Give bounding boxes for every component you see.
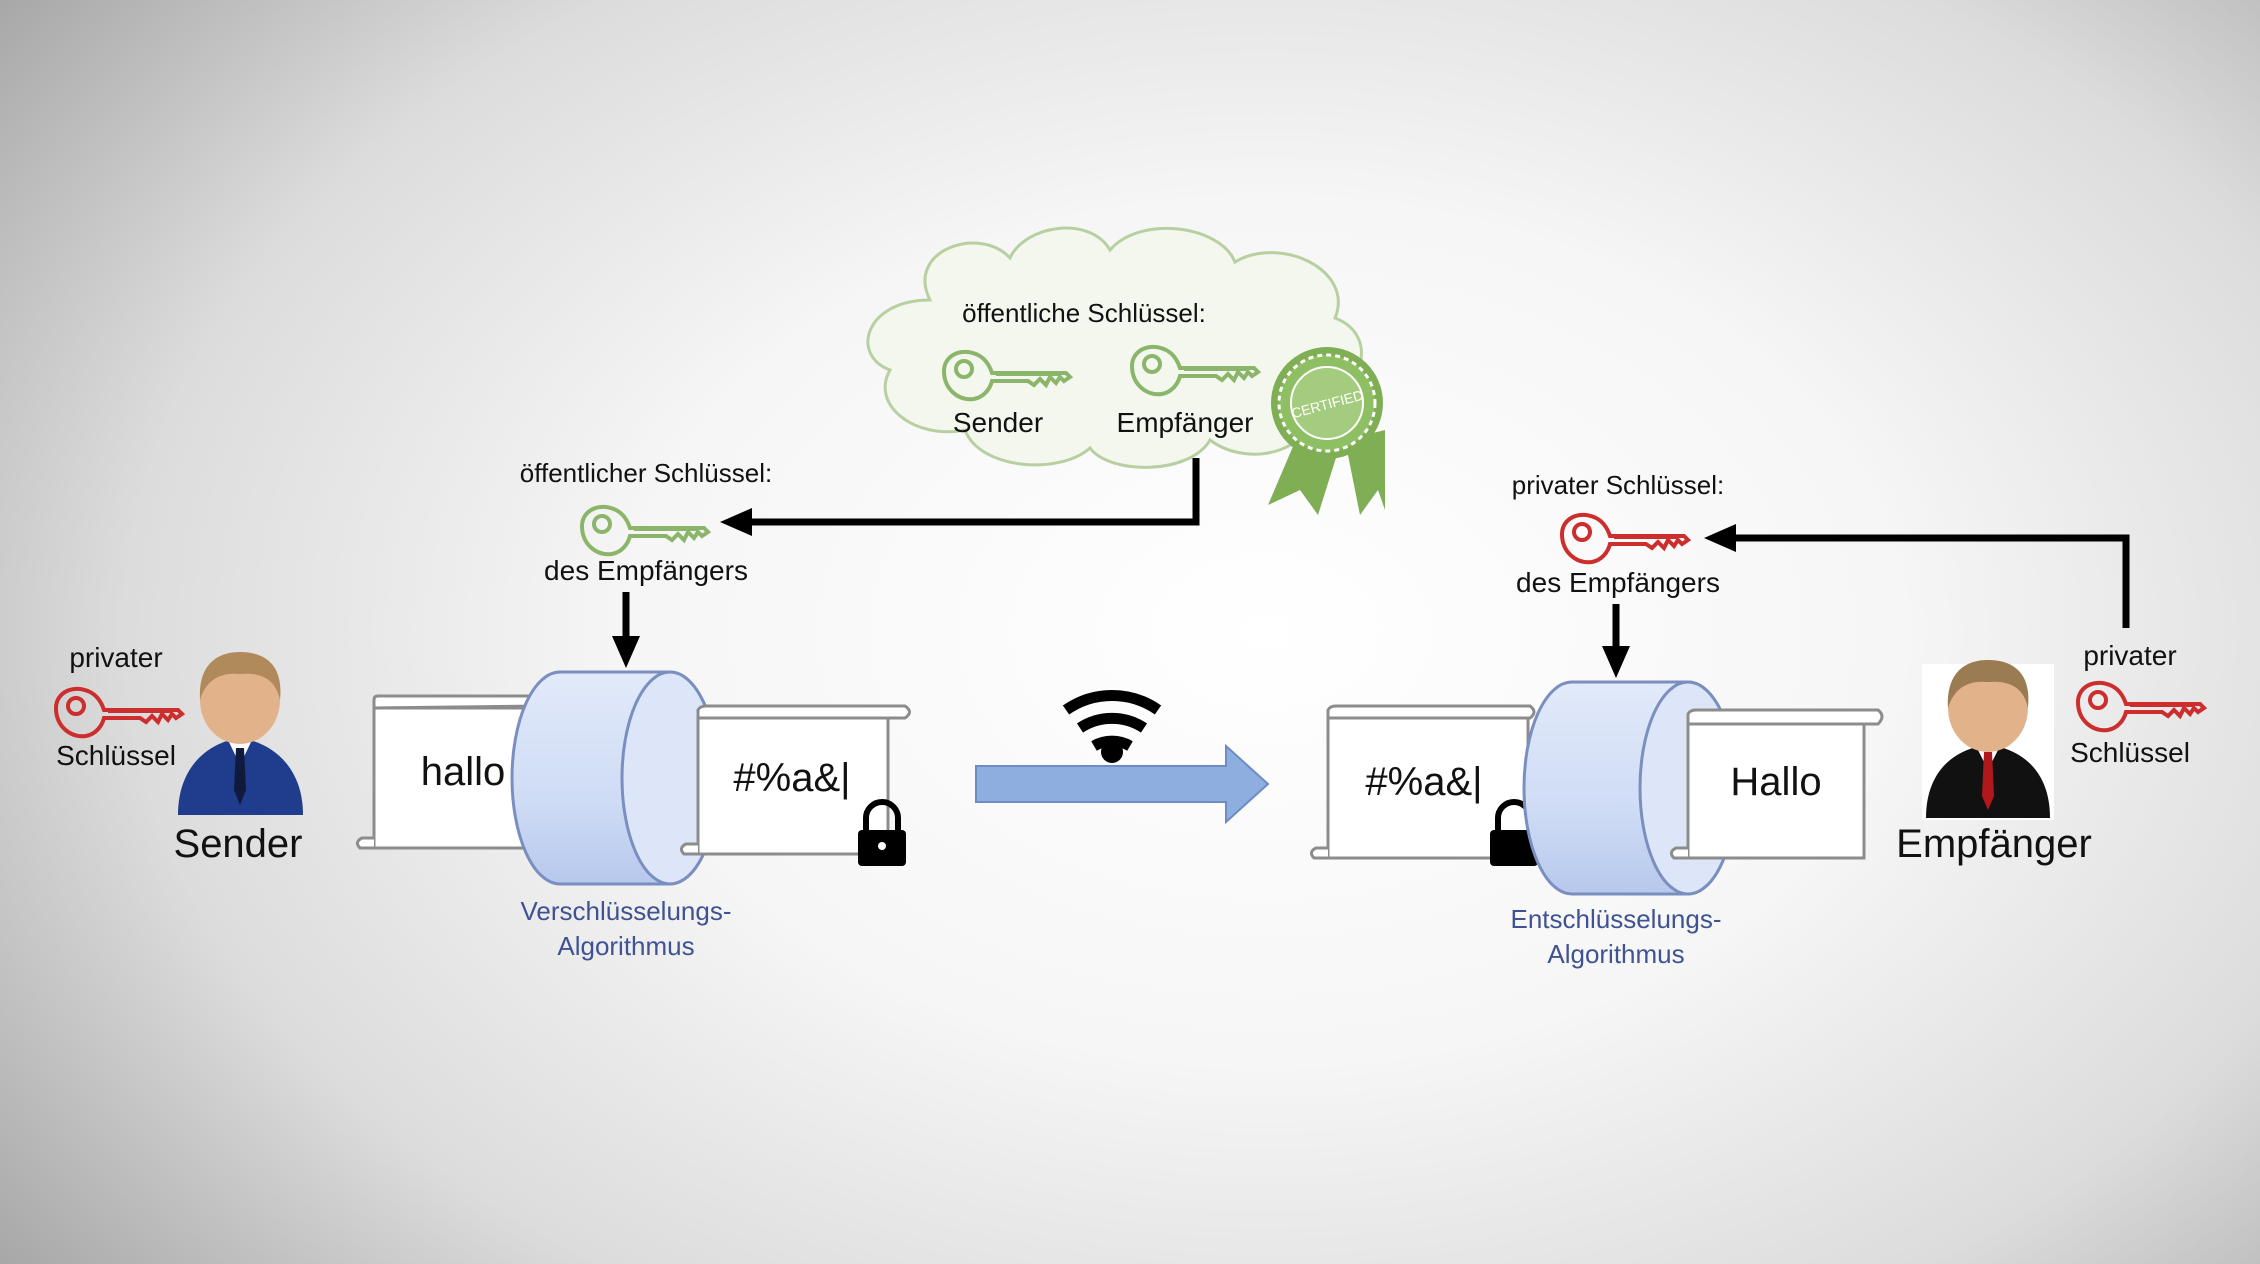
left-public-key-icon [580,504,710,557]
decryption-algorithm-label: Entschlüsselungs- Algorithmus [1511,902,1722,972]
ciphertext-scroll-left [679,704,911,856]
ciphertext-scroll-right [1309,704,1536,860]
right-private-key-owner: des Empfängers [1516,567,1720,598]
cloud-title: öffentliche Schlüssel: [962,298,1206,328]
sender-private-key-top: privater [69,642,163,673]
encryption-algorithm-line2: Algorithmus [557,931,695,962]
public-key-transfer-arrow [720,458,1200,536]
left-private-key-icon [54,686,184,739]
sender-avatar-icon [178,652,303,815]
left-public-key-owner: des Empfängers [544,555,748,586]
cloud-key-sender-label: Sender [952,407,1044,438]
left-plaintext: hallo [420,750,506,794]
encryption-algorithm-cylinder [510,670,720,886]
private-key-transfer-arrow [1704,524,2130,628]
right-key-down-arrow [1602,604,1630,678]
receiver-private-key-top: privater [2083,640,2177,671]
decryption-algorithm-line1: Entschlüsselungs- [1510,904,1722,934]
cloud-key-receiver-label: Empfänger [1116,407,1254,438]
transfer-arrow [975,743,1270,825]
left-key-down-arrow [612,592,640,668]
right-private-key-icon [1560,512,1690,565]
padlock-icon-left [858,799,906,866]
left-public-key-title: öffentlicher Schlüssel: [519,458,773,488]
receiver-name: Empfänger [1896,822,2092,866]
right-private-key-title: privater Schlüssel: [1511,470,1725,500]
receiver-private-key-bottom: Schlüssel [2070,737,2190,768]
encryption-algorithm-line1: Verschlüsselungs- [520,896,732,926]
sender-private-key-bottom: Schlüssel [56,740,176,771]
right-ciphertext: #%a&| [1365,760,1483,804]
wifi-icon [1062,689,1162,763]
left-ciphertext: #%a&| [733,756,851,800]
sender-name: Sender [173,822,303,866]
certificate-rosette-icon: CERTIFIED [1268,347,1385,515]
decryption-algorithm-line2: Algorithmus [1547,939,1685,970]
encryption-algorithm-label: Verschlüsselungs- Algorithmus [521,894,732,964]
receiver-avatar-icon [1922,660,2054,820]
receiver-private-key-icon [2076,680,2206,733]
plaintext-scroll-right [1669,708,1884,860]
right-plaintext: Hallo [1730,760,1822,804]
